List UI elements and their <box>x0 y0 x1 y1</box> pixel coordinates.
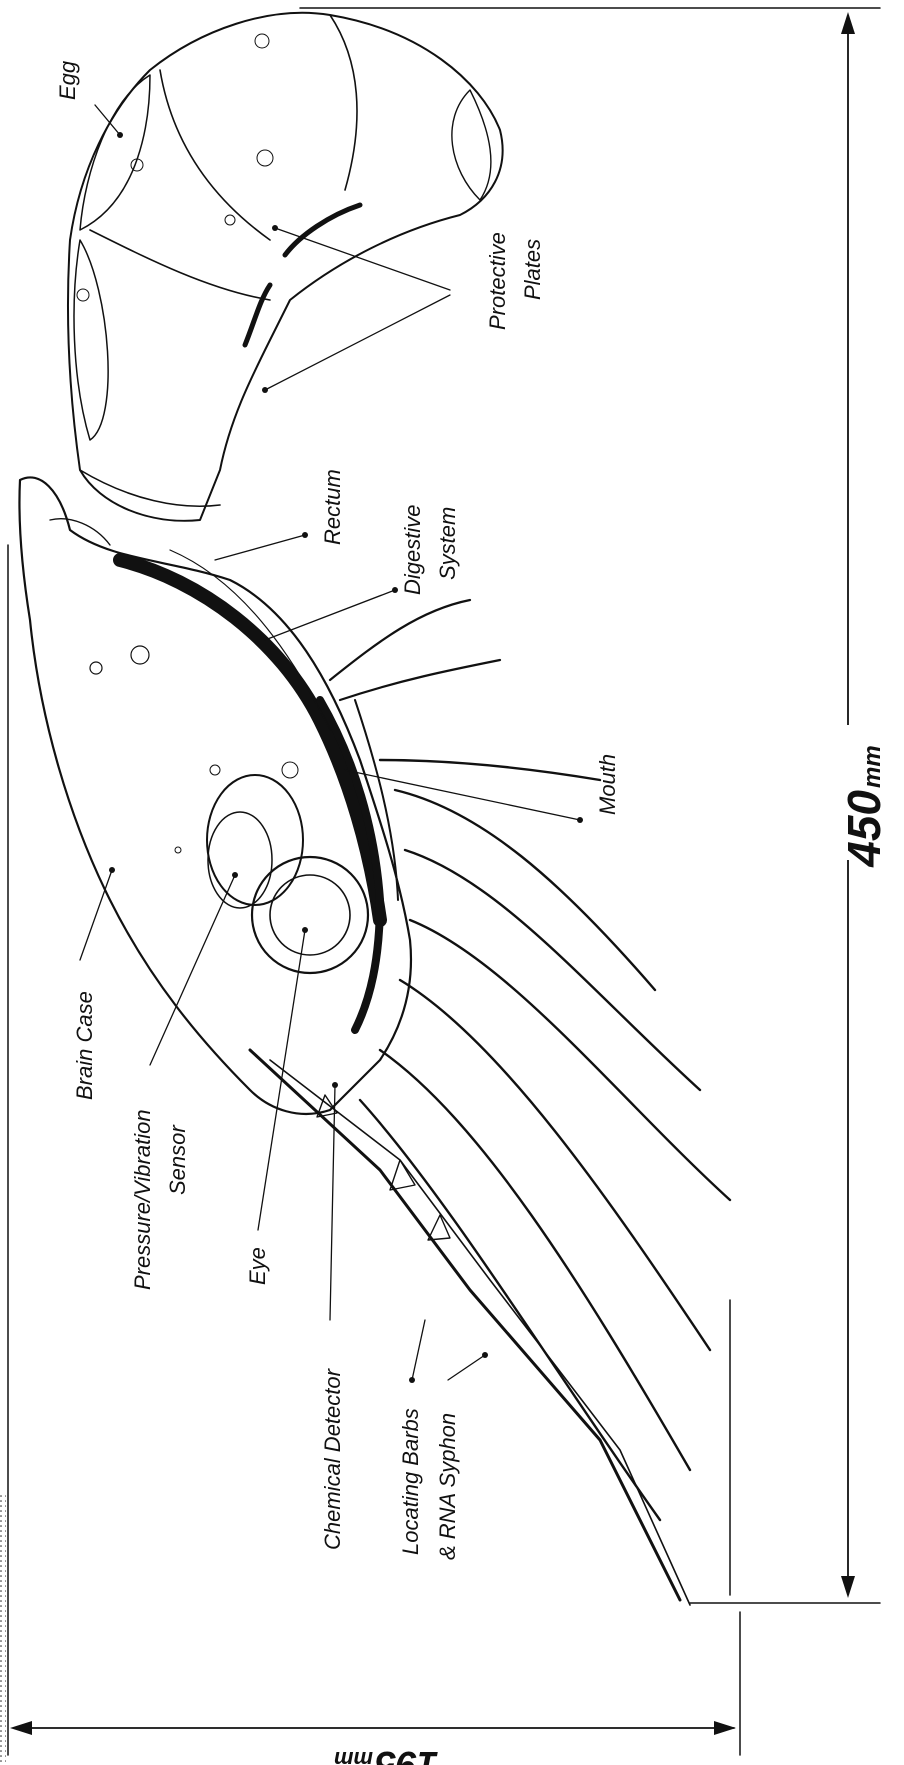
label-pressure-vibration-sensor: Pressure/Vibration Sensor <box>130 872 238 1290</box>
label-egg: Egg <box>55 60 123 138</box>
label-chemical-detector: Chemical Detector <box>320 1082 345 1550</box>
label-rectum-text: Rectum <box>320 469 345 545</box>
label-protective-text-2: Plates <box>520 239 545 300</box>
syphon <box>250 1050 690 1605</box>
label-protective-text-1: Protective <box>485 232 510 330</box>
length-dimension-value: 450 <box>838 790 890 868</box>
width-dimension-unit: mm <box>334 1747 373 1765</box>
egg-segments <box>68 13 503 521</box>
label-mouth-text: Mouth <box>595 754 620 815</box>
label-eye-text: Eye <box>245 1247 270 1285</box>
label-locating-text-1: Locating Barbs <box>398 1408 423 1555</box>
label-brain-case: Brain Case <box>72 867 115 1100</box>
tentacles <box>330 600 730 1595</box>
label-chemical-text: Chemical Detector <box>320 1367 345 1550</box>
label-digestive-system: Digestive System <box>265 505 460 640</box>
eye-organ <box>252 857 368 973</box>
label-pressure-text-1: Pressure/Vibration <box>130 1109 155 1290</box>
label-locating-text-2: & RNA Syphon <box>435 1413 460 1560</box>
label-brain-case-text: Brain Case <box>72 991 97 1100</box>
label-eye: Eye <box>245 927 308 1285</box>
label-digestive-text-2: System <box>435 507 460 580</box>
width-dimension-value: 195 <box>374 1743 438 1765</box>
width-dimension: 195 mm <box>0 545 740 1765</box>
label-egg-text: Egg <box>55 60 80 100</box>
pressure-sensor-organ <box>207 775 303 908</box>
length-dimension-unit: mm <box>859 745 886 788</box>
label-digestive-text-1: Digestive <box>400 505 425 595</box>
label-locating-barbs-rna-syphon: Locating Barbs & RNA Syphon <box>398 1320 488 1560</box>
label-rectum: Rectum <box>215 469 345 560</box>
label-protective-plates: Protective Plates <box>262 225 545 393</box>
label-pressure-text-2: Sensor <box>165 1124 190 1195</box>
